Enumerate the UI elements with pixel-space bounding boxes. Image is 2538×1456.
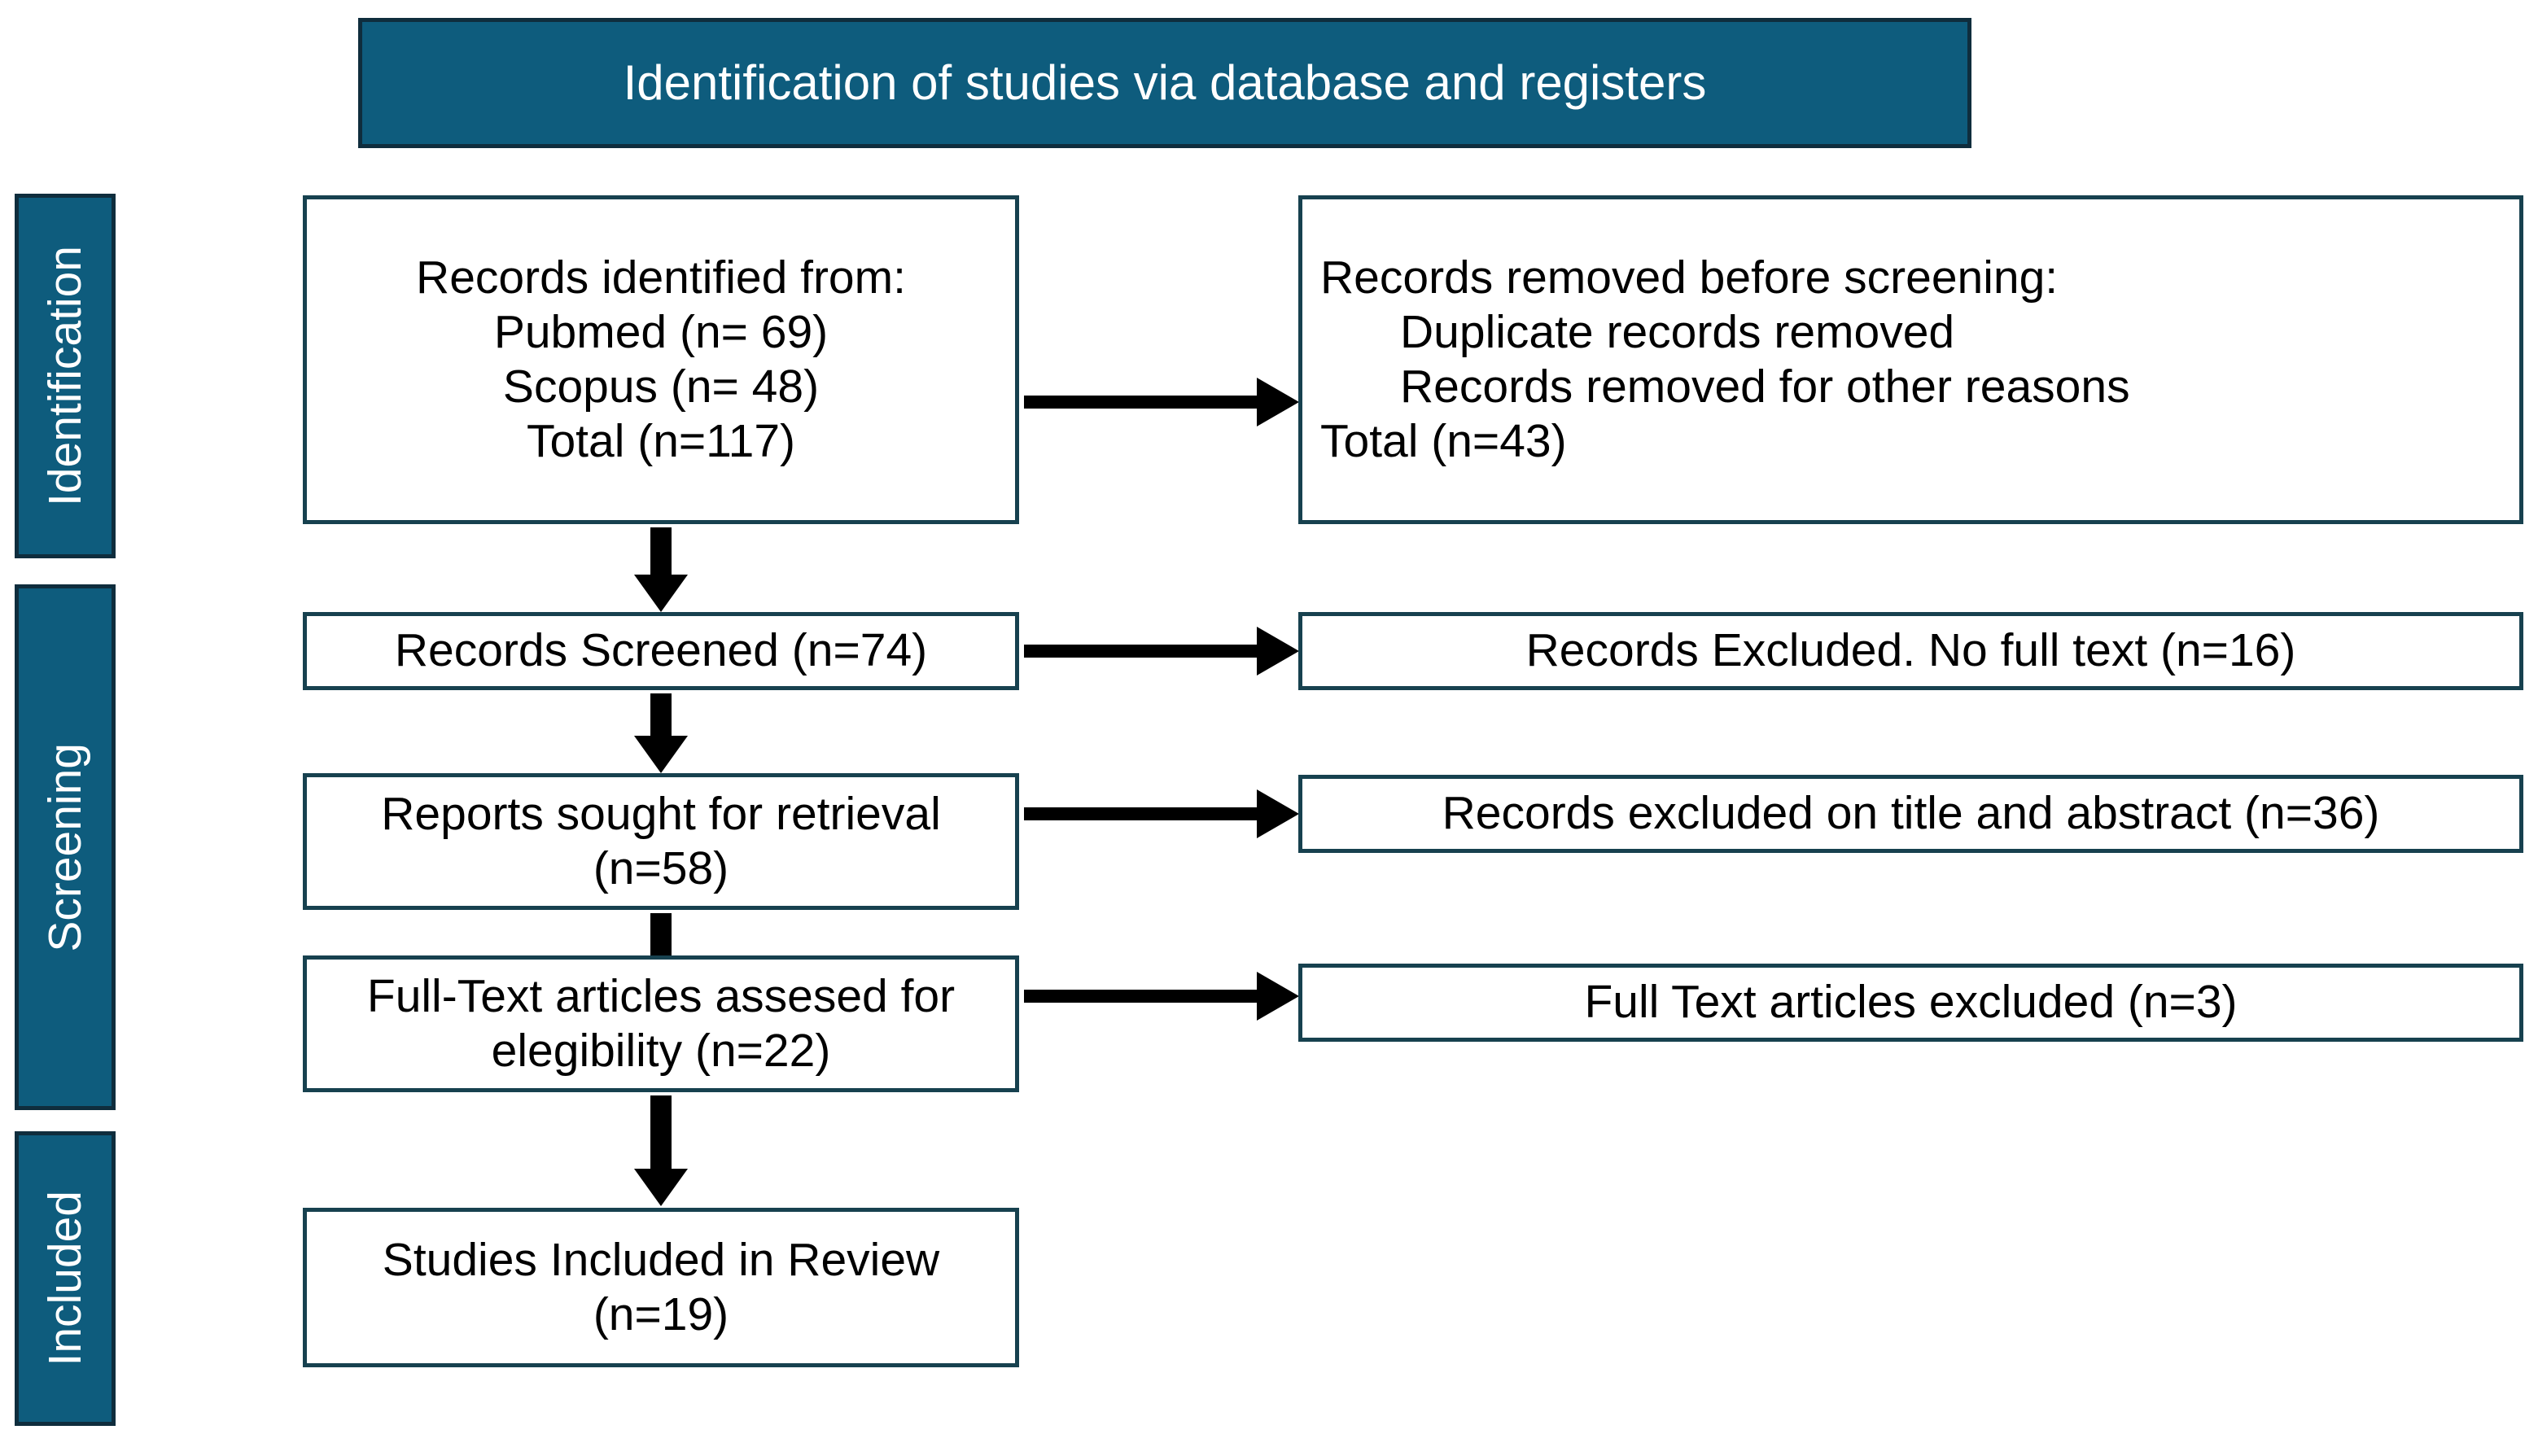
- stage-bar-identification: Identification: [15, 194, 116, 558]
- full-text-excluded-line-1: Full Text articles excluded (n=3): [1584, 976, 2238, 1029]
- stage-label-identification: Identification: [38, 245, 91, 507]
- records-identified-line-2: Pubmed (n= 69): [493, 305, 829, 358]
- records-screened-line-1: Records Screened (n=74): [394, 624, 928, 677]
- arrow-shaft: [1024, 645, 1260, 658]
- arrow-shaft: [1024, 396, 1260, 409]
- arrow-shaft: [650, 693, 672, 739]
- studies-included-line-2: (n=19): [593, 1288, 729, 1340]
- diagram-title-banner: Identification of studies via database a…: [358, 18, 1971, 148]
- records-excluded-title-abstract-line-1: Records excluded on title and abstract (…: [1442, 787, 2380, 840]
- records-identified-line-3: Scopus (n= 48): [502, 361, 820, 413]
- arrow-head: [634, 575, 688, 612]
- arrow-head: [1257, 378, 1299, 426]
- stage-label-included: Included: [38, 1191, 91, 1366]
- box-records-removed: Records removed before screening: Duplic…: [1298, 195, 2523, 524]
- box-full-text-assessed: Full-Text articles assesed for elegibili…: [303, 955, 1019, 1092]
- full-text-assessed-line-1: Full-Text articles assesed for: [366, 969, 956, 1022]
- records-excluded-no-full-text-line-1: Records Excluded. No full text (n=16): [1525, 624, 2296, 677]
- arrow-shaft: [650, 1095, 672, 1172]
- arrow-head: [1257, 972, 1299, 1021]
- arrow-head: [634, 736, 688, 773]
- full-text-assessed-line-2: elegibility (n=22): [491, 1025, 831, 1077]
- box-reports-sought: Reports sought for retrieval (n=58): [303, 773, 1019, 910]
- box-records-screened: Records Screened (n=74): [303, 612, 1019, 690]
- arrow-shaft: [650, 913, 672, 960]
- records-identified-line-4: Total (n=117): [526, 415, 796, 468]
- box-records-excluded-title-abstract: Records excluded on title and abstract (…: [1298, 775, 2523, 853]
- reports-sought-line-1: Reports sought for retrieval: [381, 787, 941, 840]
- box-studies-included: Studies Included in Review (n=19): [303, 1208, 1019, 1367]
- arrow-shaft: [1024, 990, 1260, 1003]
- stage-bar-included: Included: [15, 1131, 116, 1426]
- arrow-head: [1257, 627, 1299, 676]
- box-records-identified: Records identified from: Pubmed (n= 69) …: [303, 195, 1019, 524]
- arrow-shaft: [650, 527, 672, 578]
- studies-included-line-1: Studies Included in Review: [382, 1233, 940, 1286]
- stage-label-screening: Screening: [38, 742, 91, 952]
- arrow-head: [1257, 789, 1299, 838]
- arrow-head: [634, 1169, 688, 1206]
- box-full-text-excluded: Full Text articles excluded (n=3): [1298, 964, 2523, 1042]
- arrow-shaft: [1024, 807, 1260, 820]
- stage-bar-screening: Screening: [15, 584, 116, 1110]
- records-removed-line-4: Total (n=43): [1320, 415, 1567, 468]
- reports-sought-line-2: (n=58): [593, 842, 729, 894]
- box-records-excluded-no-full-text: Records Excluded. No full text (n=16): [1298, 612, 2523, 690]
- records-removed-line-3: Records removed for other reasons: [1400, 361, 2130, 413]
- records-identified-line-1: Records identified from:: [416, 251, 906, 304]
- records-removed-line-2: Duplicate records removed: [1400, 305, 1955, 358]
- diagram-title-text: Identification of studies via database a…: [623, 55, 1707, 110]
- records-removed-line-1: Records removed before screening:: [1320, 251, 2059, 304]
